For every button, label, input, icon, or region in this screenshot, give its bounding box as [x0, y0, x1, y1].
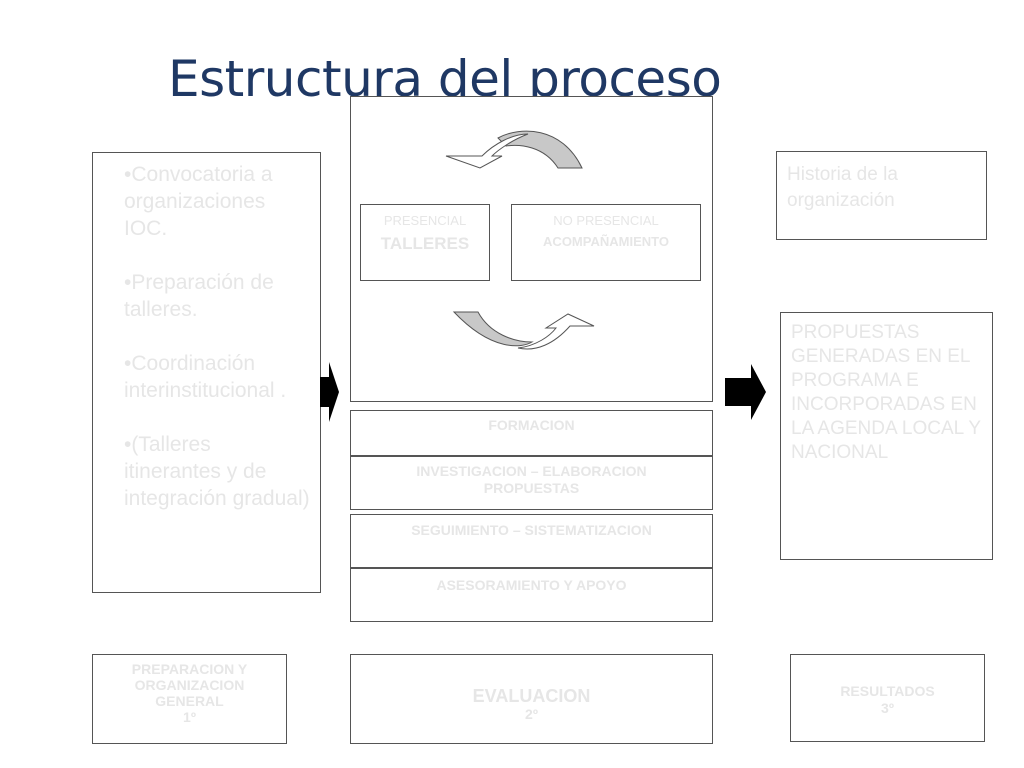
bar-label: FORMACION: [488, 417, 575, 433]
cycle-arrow-bottom-icon: [452, 311, 595, 350]
stage-name: PREPARACION Y ORGANIZACION GENERAL: [131, 661, 248, 709]
list-item: •Preparación de talleres.: [124, 271, 274, 321]
stage-order: 2º: [525, 706, 538, 722]
historia-box: Historia de la organización: [776, 151, 987, 240]
bar-asesoramiento: ASESORAMIENTO Y APOYO: [350, 568, 713, 622]
bar-investigacion: INVESTIGACION – ELABORACION PROPUESTAS: [350, 456, 713, 510]
stage-name: EVALUACION: [472, 686, 591, 706]
talleres-label: TALLERES: [380, 234, 470, 253]
presencial-label: PRESENCIAL: [383, 213, 467, 228]
stage-resultados: RESULTADOS 3º: [790, 654, 985, 742]
no-presencial-label: NO PRESENCIAL: [553, 213, 659, 228]
stage-preparacion: PREPARACION Y ORGANIZACION GENERAL 1º: [92, 654, 287, 744]
right-block-arrow-icon: [725, 364, 766, 420]
bar-label: SEGUIMIENTO – SISTEMATIZACION: [411, 522, 652, 538]
bar-label: INVESTIGACION – ELABORACION PROPUESTAS: [416, 463, 647, 496]
list-item: •Convocatoria a organizaciones IOC.: [124, 163, 273, 240]
bar-formacion: FORMACION: [350, 410, 713, 456]
stage-name: RESULTADOS: [840, 683, 935, 699]
list-item: •(Talleres itinerantes y de integración …: [124, 433, 310, 510]
bar-label: ASESORAMIENTO Y APOYO: [436, 577, 627, 593]
propuestas-box: PROPUESTAS GENERADAS EN EL PROGRAMA E IN…: [780, 312, 993, 560]
stage-order: 1º: [183, 709, 196, 725]
stage-evaluacion: EVALUACION 2º: [350, 654, 713, 744]
presencial-box: PRESENCIAL TALLERES: [360, 204, 490, 281]
acompanamiento-label: ACOMPAÑAMIENTO: [543, 234, 669, 249]
list-item: •Coordinación interinstitucional .: [124, 352, 287, 402]
right-block-arrow-icon: [320, 362, 339, 422]
cycle-arrow-top-icon: [445, 130, 583, 169]
preparation-list-box: •Convocatoria a organizaciones IOC. •Pre…: [92, 152, 321, 593]
stage-order: 3º: [881, 700, 894, 716]
bar-seguimiento: SEGUIMIENTO – SISTEMATIZACION: [350, 514, 713, 568]
no-presencial-box: NO PRESENCIAL ACOMPAÑAMIENTO: [511, 204, 701, 281]
